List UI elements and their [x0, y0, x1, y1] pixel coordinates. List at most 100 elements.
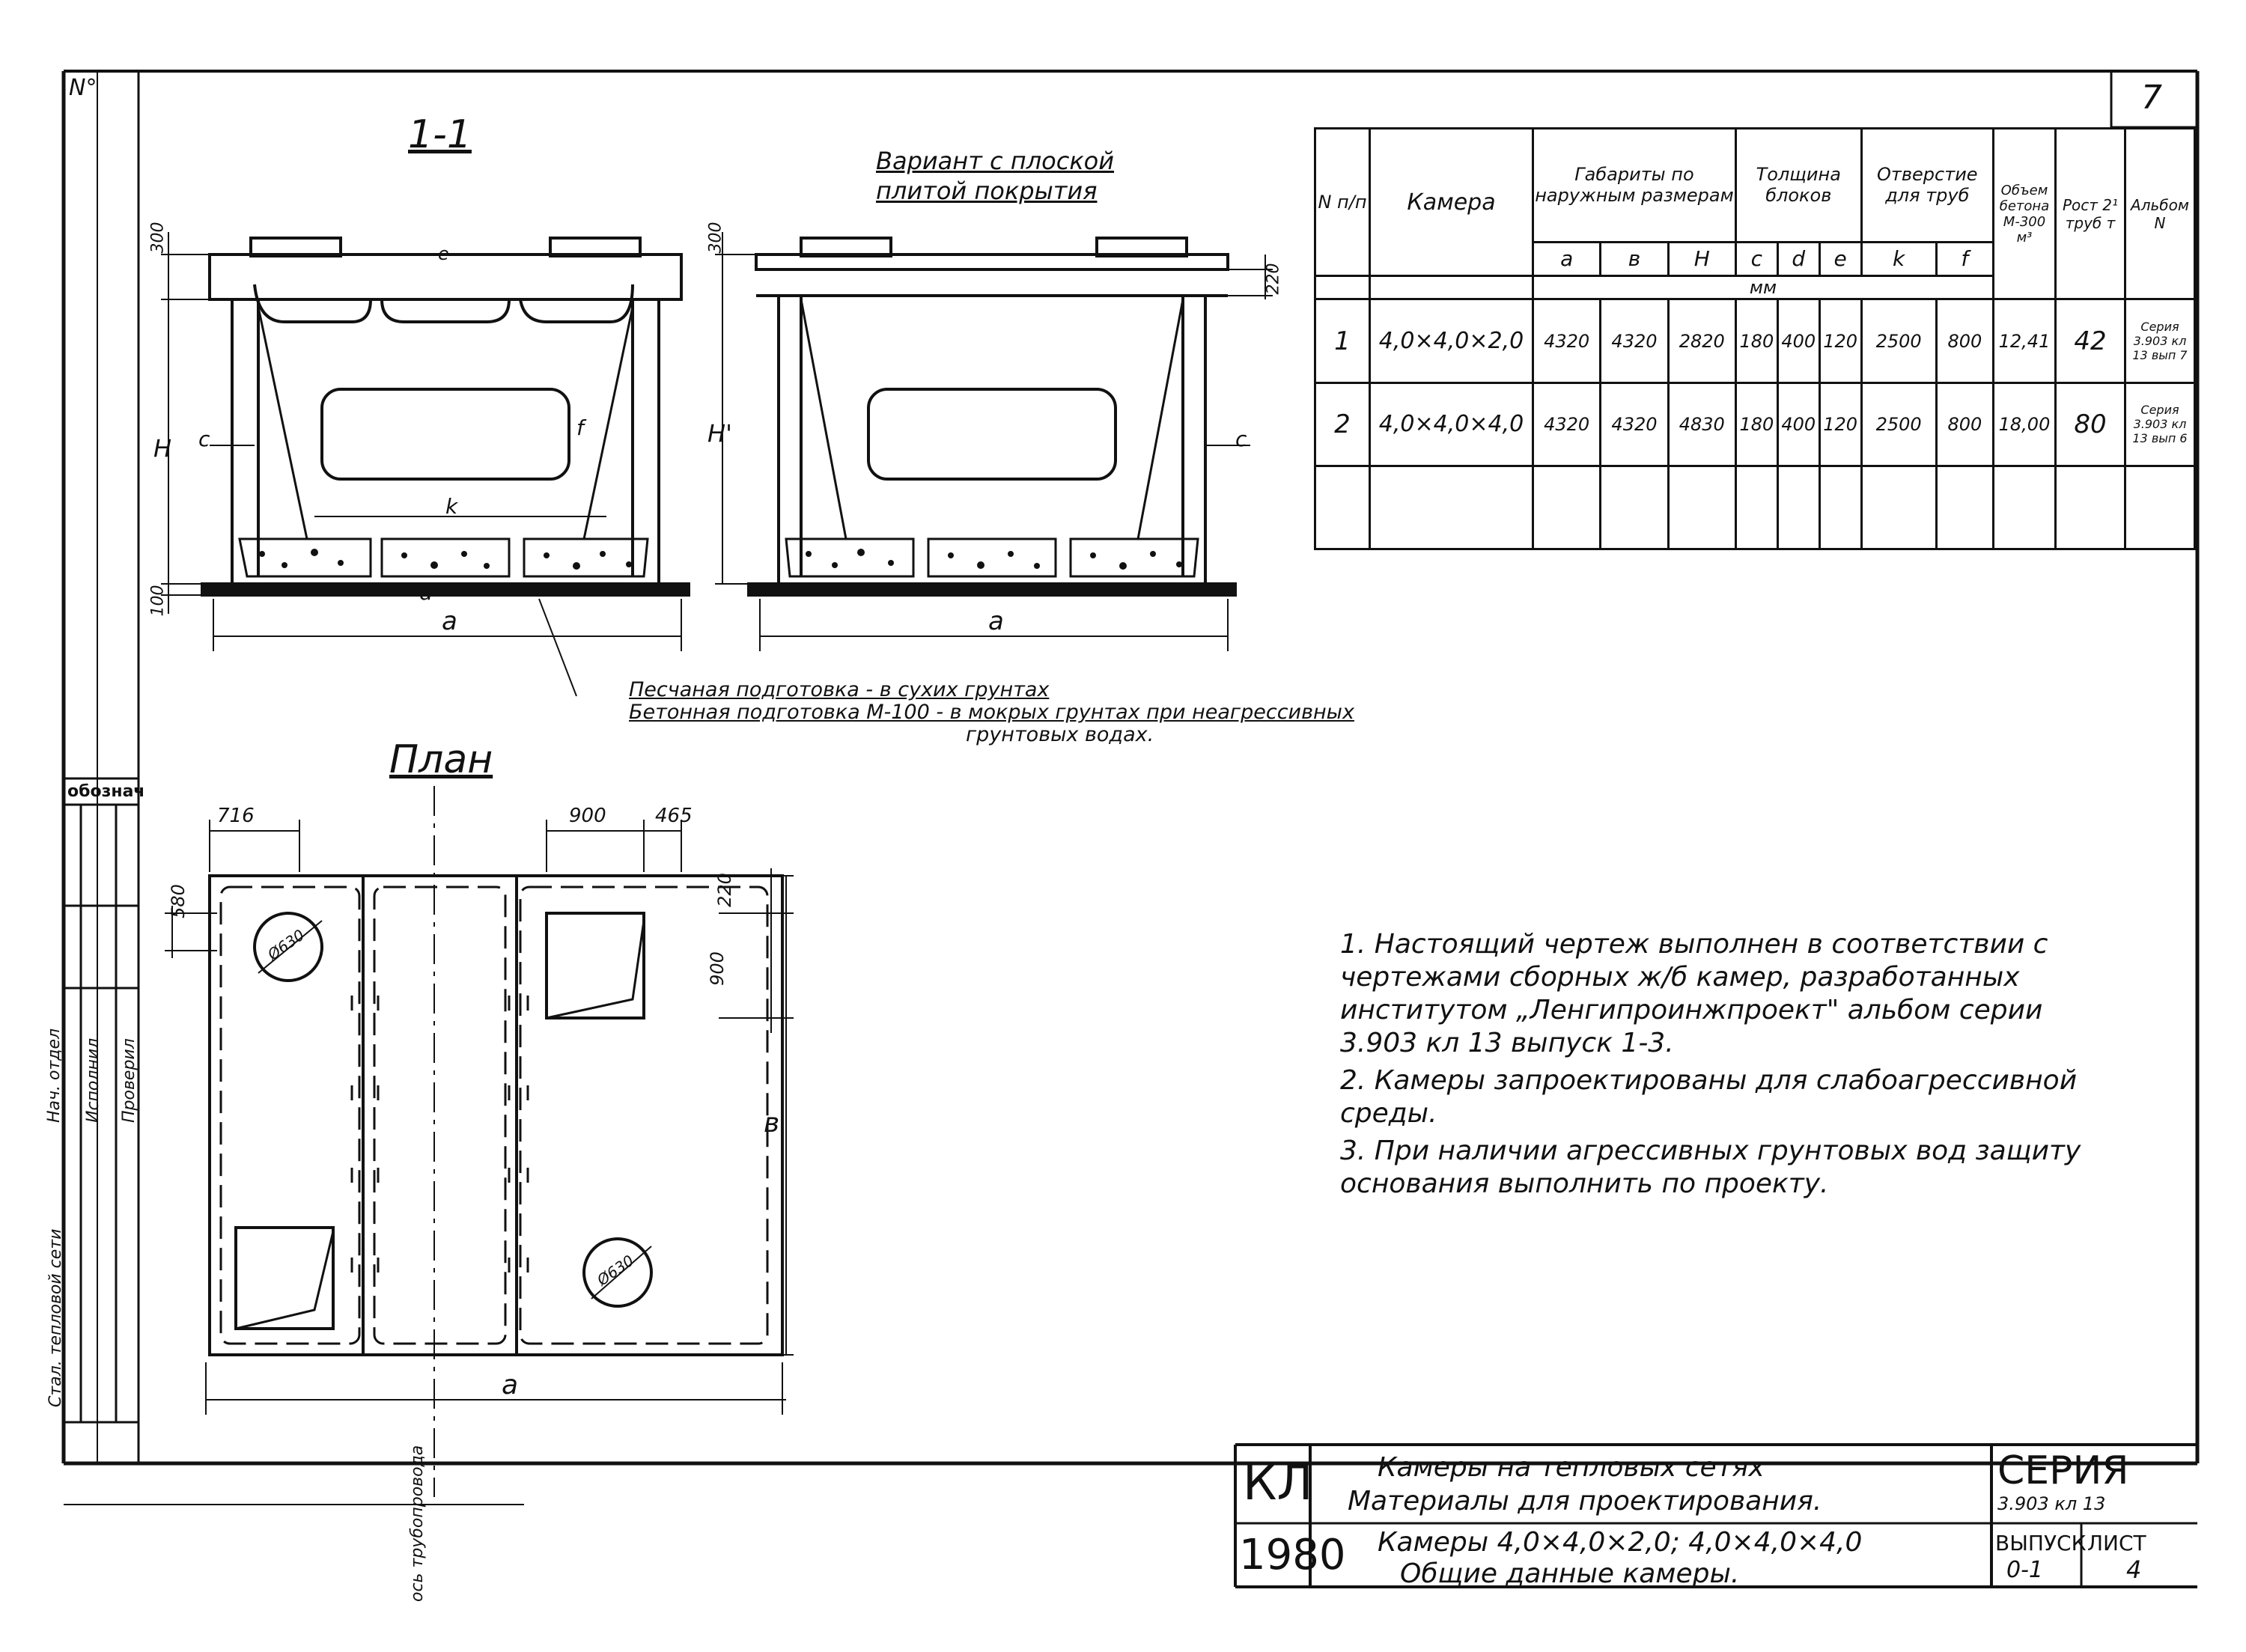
cell-H: 2820: [1667, 298, 1737, 384]
seria-value: 3.903 кл 13: [1997, 1493, 2106, 1514]
cell-volume: 12,41: [1992, 298, 2057, 384]
section-left: [161, 232, 690, 697]
dim-900: 900: [569, 805, 606, 827]
cell-c: 180: [1734, 381, 1779, 467]
section-right: [715, 232, 1273, 651]
section-note-concrete: Бетонная подготовка М-100 - в мокрых гру…: [629, 701, 1354, 724]
dim-e: e: [438, 243, 449, 264]
side-stamp-line: Исполнил: [84, 1037, 103, 1123]
note-1: 1. Настоящий чертеж выполнен в соответст…: [1340, 929, 2048, 1058]
section-title: 1-1: [408, 112, 472, 157]
side-stamp-line: Нач. отдел: [45, 1028, 64, 1123]
title-block-lines: [1234, 1443, 2197, 1588]
title-line-1: Камеры на тепловых сетях: [1378, 1452, 1765, 1483]
note-2: 2. Камеры запроектированы для слабоагрес…: [1340, 1065, 2078, 1129]
vypusk-label: ВЫПУСК: [1995, 1531, 2087, 1555]
dim-k: k: [445, 494, 458, 519]
title-block-code: КЛ: [1243, 1456, 1313, 1511]
title-line-2: Материалы для проектирования.: [1348, 1486, 1822, 1517]
cell-e: 120: [1818, 381, 1863, 467]
cell-f: 800: [1935, 381, 1995, 467]
side-stamp-lines: [64, 777, 139, 1424]
dim-b: в: [764, 1108, 780, 1139]
dim-716: 716: [217, 805, 255, 827]
th-volume: Объем бетона М-300 м³: [1992, 127, 2057, 301]
list-value: 4: [2126, 1555, 2142, 1584]
th-sub-a: a: [1531, 240, 1602, 278]
th-number: N п/п: [1314, 127, 1371, 278]
th-sub-c: c: [1734, 240, 1779, 278]
title-block-year: 1980: [1239, 1531, 1346, 1579]
dim-d: d: [419, 580, 433, 605]
th-sub-k: k: [1860, 240, 1938, 278]
th-gabarity: Габариты по наружным размерам: [1532, 127, 1737, 243]
list-label: ЛИСТ: [2087, 1531, 2146, 1555]
seria-label: СЕРИЯ: [1997, 1448, 2129, 1493]
table-row: 2 4,0×4,0×4,0 4320 4320 4830 180 400 120…: [1314, 381, 2196, 467]
cell-n: 1: [1314, 298, 1371, 384]
th-sub-b: в: [1599, 240, 1670, 278]
cell-album: Серия 3.903 кл 13 вып 6: [2124, 381, 2196, 467]
side-stamp-label: обознач: [67, 782, 145, 801]
dim-220-plan: 220: [713, 873, 735, 907]
dim-H: H: [153, 434, 172, 463]
th-otverstie: Отверстие для труб: [1860, 127, 1995, 243]
cell-a: 4320: [1531, 381, 1602, 467]
th-sub-e: e: [1818, 240, 1863, 278]
dim-c: c: [198, 427, 210, 451]
dim-300: 300: [148, 222, 168, 254]
dim-900-vertical: 900: [706, 951, 728, 986]
plan-title: План: [389, 737, 493, 782]
note-3: 3. При наличии агрессивных грунтовых вод…: [1340, 1136, 2081, 1199]
th-weight: Рост 2¹ труб т: [2054, 127, 2126, 301]
table-row-empty: [1314, 464, 2196, 551]
side-stamp-no: N°: [69, 75, 97, 101]
specification-table: N п/п Камера Габариты по наружным размер…: [1314, 127, 2196, 551]
cell-e: 120: [1818, 298, 1863, 384]
dim-a: a: [442, 606, 457, 636]
cell-album: Серия 3.903 кл 13 вып 7: [2124, 298, 2196, 384]
cell-d: 400: [1776, 298, 1821, 384]
cell-b: 4320: [1599, 298, 1670, 384]
section-note-water: грунтовых водах.: [966, 723, 1154, 746]
th-tolshchina: Толщина блоков: [1734, 127, 1863, 243]
cell-c: 180: [1734, 298, 1779, 384]
dim-100: 100: [148, 585, 168, 617]
th-sub-H: H: [1667, 240, 1737, 278]
dim-H-prime: H': [707, 419, 732, 448]
cell-f: 800: [1935, 298, 1995, 384]
th-unit: мм: [1532, 275, 1994, 301]
plan-view: [165, 786, 794, 1497]
title-line-4: Общие данные камеры.: [1400, 1558, 1740, 1589]
dim-c-right: c: [1235, 427, 1247, 451]
cell-k: 2500: [1860, 298, 1938, 384]
dim-f: f: [576, 415, 584, 440]
th-chamber: Камера: [1369, 127, 1534, 278]
th-sub-d: d: [1776, 240, 1821, 278]
cell-a: 4320: [1531, 298, 1602, 384]
sheet-frame: [61, 70, 2200, 1505]
side-stamp-line: Стал. тепловой сети: [46, 1228, 65, 1407]
pipeline-axis-label: ось трубопровода: [408, 1445, 427, 1602]
cell-kamera: 4,0×4,0×4,0: [1369, 381, 1534, 467]
vypusk-value: 0-1: [2006, 1557, 2043, 1583]
cell-b: 4320: [1599, 381, 1670, 467]
cell-volume: 18,00: [1992, 381, 2057, 467]
th-sub-f: f: [1935, 240, 1995, 278]
dim-a-plan: a: [502, 1370, 519, 1400]
cell-H: 4830: [1667, 381, 1737, 467]
side-stamp-line: Проверил: [120, 1038, 139, 1123]
dim-220: 220: [1264, 263, 1283, 295]
table-row: 1 4,0×4,0×2,0 4320 4320 2820 180 400 120…: [1314, 298, 2196, 384]
sheet-number: 7: [2141, 79, 2162, 117]
title-line-3: Камеры 4,0×4,0×2,0; 4,0×4,0×4,0: [1378, 1527, 1863, 1558]
section-note-sand: Песчаная подготовка - в сухих грунтах: [629, 678, 1050, 701]
cell-kamera: 4,0×4,0×2,0: [1369, 298, 1534, 384]
cell-weight: 80: [2054, 381, 2126, 467]
dim-580: 580: [167, 884, 189, 918]
dim-a-right: a: [988, 606, 1004, 636]
section-variant-title: Вариант с плоской плитой покрытия: [876, 147, 1115, 205]
general-notes: 1. Настоящий чертеж выполнен в соответст…: [1340, 928, 2126, 1205]
